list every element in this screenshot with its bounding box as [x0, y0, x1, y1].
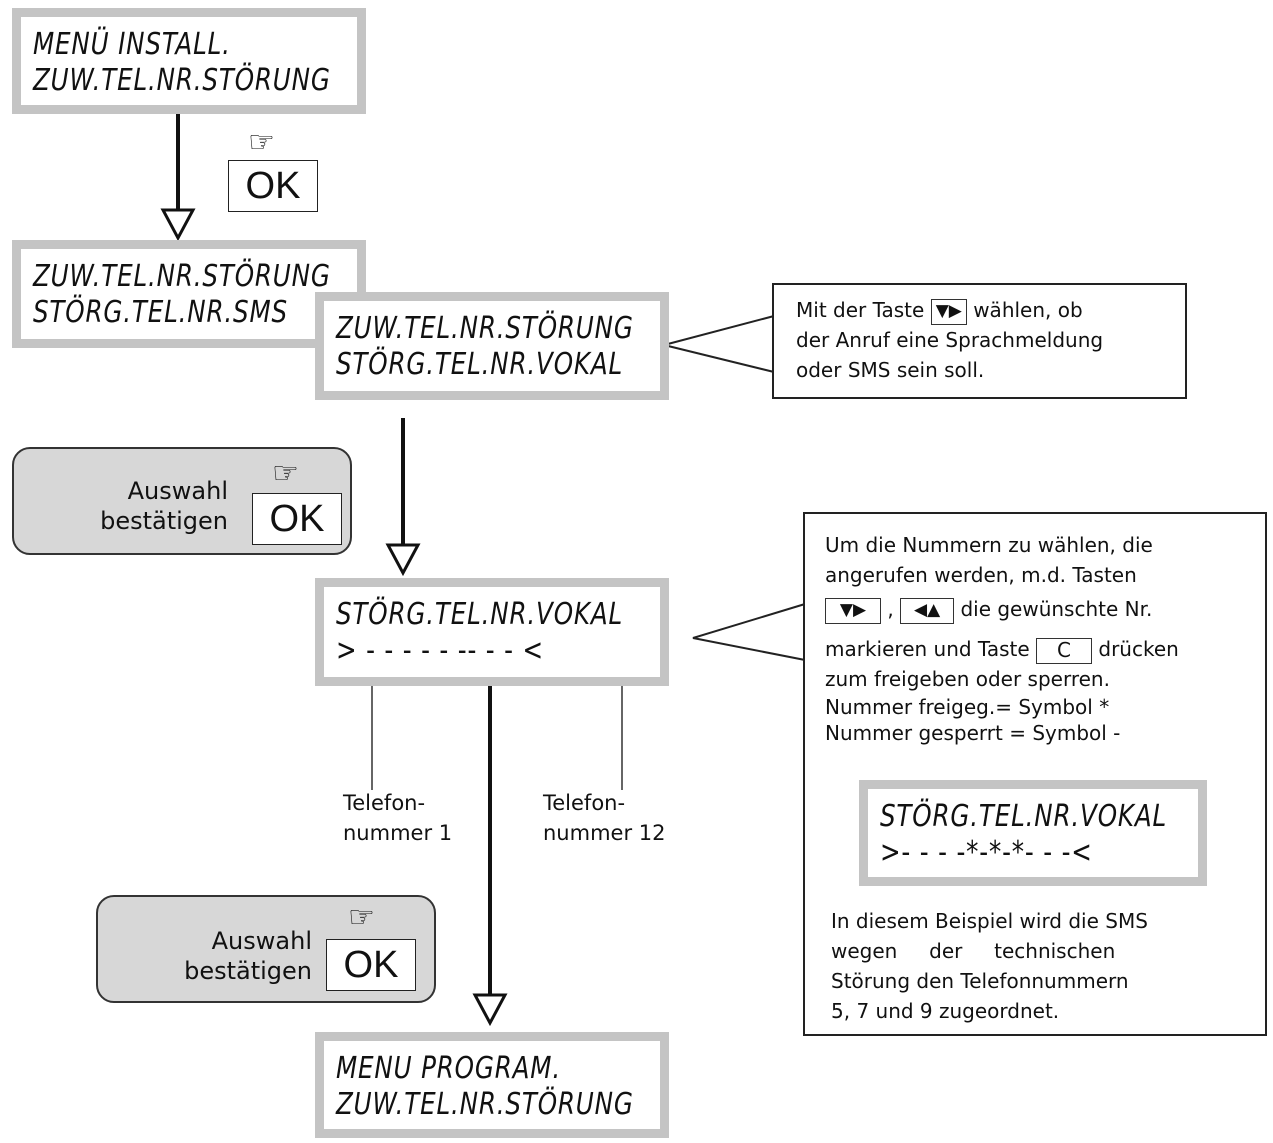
callout-text: Mit der Taste [796, 298, 925, 322]
callout-text: In diesem Beispiel wird die SMS [831, 909, 1148, 933]
callout-text: der Anruf eine Sprachmeldung [796, 328, 1104, 352]
flow-arrow-2-head [385, 543, 421, 577]
lcd-line-1: ZUW.TEL.NR.STÖRUNG [33, 259, 331, 294]
callout-numbers-tail [692, 603, 806, 661]
label-text: nummer 12 [543, 821, 666, 845]
callout-text: Nummer freigeg.= Symbol * [825, 695, 1110, 719]
confirm-label-2: bestätigen [100, 507, 228, 535]
lcd-line-1: MENU PROGRAM. [336, 1051, 561, 1086]
lcd-line-1: MENÜ INSTALL. [33, 27, 231, 62]
confirm-selection-box: Auswahl bestätigen ☞ OK [12, 447, 352, 555]
confirm-label-2: bestätigen [184, 957, 312, 985]
callout-text: , [887, 597, 894, 621]
callout-number-selection: Um die Nummern zu wählen, die angerufen … [803, 512, 1267, 1036]
confirm-label-1: Auswahl [127, 477, 228, 505]
ok-button[interactable]: OK [228, 160, 318, 212]
confirm-selection-box: Auswahl bestätigen ☞ OK [96, 895, 436, 1003]
lcd-vokal: ZUW.TEL.NR.STÖRUNG STÖRG.TEL.NR.VOKAL [315, 292, 669, 400]
ok-button[interactable]: OK [252, 493, 342, 545]
lcd-menu-program: MENU PROGRAM. ZUW.TEL.NR.STÖRUNG [315, 1032, 669, 1138]
callout-text: Um die Nummern zu wählen, die [825, 533, 1153, 557]
label-text: Telefon- [543, 791, 626, 815]
lcd-line-2: >- - - -*-*-*- - -< [880, 835, 1093, 870]
label-text: Telefon- [343, 791, 426, 815]
ok-button[interactable]: OK [326, 939, 416, 991]
callout-text: markieren und Taste [825, 637, 1030, 661]
lcd-line-2: > - - - - - -- - - < [336, 633, 544, 668]
arrow-key-left-up[interactable]: ◀▲ [900, 597, 955, 624]
label-telefonnummer-1: Telefon- nummer 1 [343, 788, 452, 848]
lcd-line-2: ZUW.TEL.NR.STÖRUNG [336, 1087, 634, 1122]
pointing-hand-icon: ☞ [272, 456, 299, 491]
lcd-menu-install: MENÜ INSTALL. ZUW.TEL.NR.STÖRUNG [12, 8, 366, 114]
lcd-line-1: STÖRG.TEL.NR.VOKAL [336, 597, 624, 632]
pointing-hand-icon: ☞ [348, 900, 375, 935]
callout-text: Nummer gesperrt = Symbol - [825, 721, 1121, 745]
callout-select-type: Mit der Taste ▼▶ wählen, ob der Anruf ei… [772, 283, 1187, 399]
callout-text: 5, 7 und 9 zugeordnet. [831, 999, 1060, 1023]
pointing-hand-icon: ☞ [248, 125, 275, 160]
lcd-line-1: ZUW.TEL.NR.STÖRUNG [336, 311, 634, 346]
callout-text: zum freigeben oder sperren. [825, 667, 1110, 691]
lcd-example: STÖRG.TEL.NR.VOKAL >- - - -*-*-*- - -< [859, 780, 1207, 886]
lcd-line-2: STÖRG.TEL.NR.SMS [33, 295, 288, 330]
callout-text: drücken [1098, 637, 1179, 661]
callout-text: wegen der technischen [831, 939, 1116, 963]
lcd-sms: ZUW.TEL.NR.STÖRUNG STÖRG.TEL.NR.SMS [12, 240, 366, 348]
arrow-key-down-right[interactable]: ▼▶ [825, 597, 881, 624]
lcd-line-1: STÖRG.TEL.NR.VOKAL [880, 799, 1168, 834]
callout-text: die gewünschte Nr. [960, 597, 1153, 621]
callout-text: wählen, ob [973, 298, 1083, 322]
lcd-line-2: ZUW.TEL.NR.STÖRUNG [33, 63, 331, 98]
callout-text: angerufen werden, m.d. Tasten [825, 563, 1137, 587]
lcd-number-select: STÖRG.TEL.NR.VOKAL > - - - - - -- - - < [315, 578, 669, 686]
label-telefonnummer-12: Telefon- nummer 12 [543, 788, 665, 848]
example-description: In diesem Beispiel wird die SMS wegen de… [831, 906, 1148, 1026]
callout-text: oder SMS sein soll. [796, 358, 985, 382]
lcd-line-2: STÖRG.TEL.NR.VOKAL [336, 347, 624, 382]
flow-arrow-3-head [472, 993, 508, 1027]
flow-arrow-1-head [160, 208, 196, 242]
callout-select-tail [663, 315, 775, 373]
c-key[interactable]: C [1036, 637, 1093, 664]
confirm-label-1: Auswahl [211, 927, 312, 955]
callout-text: Störung den Telefonnummern [831, 969, 1129, 993]
arrow-key-down-right[interactable]: ▼▶ [930, 298, 967, 325]
label-text: nummer 1 [343, 821, 453, 845]
